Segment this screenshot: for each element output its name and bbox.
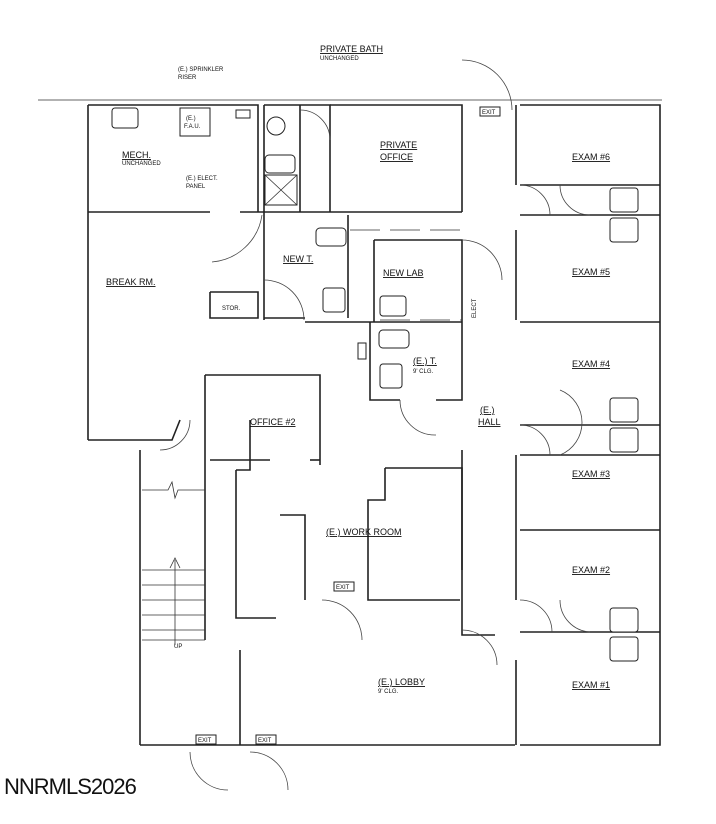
label-up: UP <box>174 644 182 650</box>
label-office-2: OFFICE #2 <box>250 417 296 427</box>
label-private-office-1: PRIVATE <box>380 140 417 150</box>
label-private-bath: PRIVATE BATH <box>320 44 383 54</box>
exit-sign-2: EXIT <box>336 585 350 591</box>
label-private-office-2: OFFICE <box>380 152 413 162</box>
label-sprinkler: (E.) SPRINKLER <box>178 67 224 73</box>
watermark: NNRMLS2026 <box>4 774 137 799</box>
label-mech: MECH. <box>122 150 151 160</box>
label-private-bath-note: UNCHANGED <box>320 56 359 62</box>
exit-sign-3: EXIT <box>198 738 212 744</box>
plumbing-fixtures <box>111 107 639 662</box>
label-elect-panel-2: PANEL <box>186 184 206 190</box>
label-exam-4: EXAM #4 <box>572 359 610 369</box>
label-fau-1: (E.) <box>186 116 196 122</box>
label-e-hall-1: (E.) <box>480 405 495 415</box>
label-e-hall-2: HALL <box>478 417 501 427</box>
label-sprinkler-riser: RISER <box>178 75 197 81</box>
label-new-t: NEW T. <box>283 254 313 264</box>
label-lobby-note: 9' CLG. <box>378 689 398 695</box>
label-exam-6: EXAM #6 <box>572 152 610 162</box>
doors <box>159 59 591 791</box>
label-break-rm: BREAK RM. <box>106 277 156 287</box>
label-new-lab: NEW LAB <box>383 268 424 278</box>
label-fau-2: F.A.U. <box>184 124 201 130</box>
label-elect-panel-1: (E.) ELECT. <box>186 176 218 182</box>
dashed-lines <box>350 229 462 321</box>
label-e-t-note: 9' CLG. <box>413 369 433 375</box>
label-elect-vertical: ELECT <box>472 298 478 318</box>
label-e-t: (E.) T. <box>413 356 437 366</box>
label-exam-1: EXAM #1 <box>572 680 610 690</box>
exit-sign-4: EXIT <box>258 738 272 744</box>
label-lobby: (E.) LOBBY <box>378 677 425 687</box>
label-exam-5: EXAM #5 <box>572 267 610 277</box>
exit-signs: EXIT EXIT EXIT EXIT <box>195 106 501 745</box>
stairs <box>142 480 205 645</box>
label-exam-3: EXAM #3 <box>572 469 610 479</box>
label-exam-2: EXAM #2 <box>572 565 610 575</box>
exit-sign-1: EXIT <box>482 110 496 116</box>
label-stor: STOR. <box>222 306 241 312</box>
label-work-room: (E.) WORK ROOM <box>326 527 402 537</box>
walls <box>38 99 662 746</box>
label-mech-note: UNCHANGED <box>122 161 161 167</box>
